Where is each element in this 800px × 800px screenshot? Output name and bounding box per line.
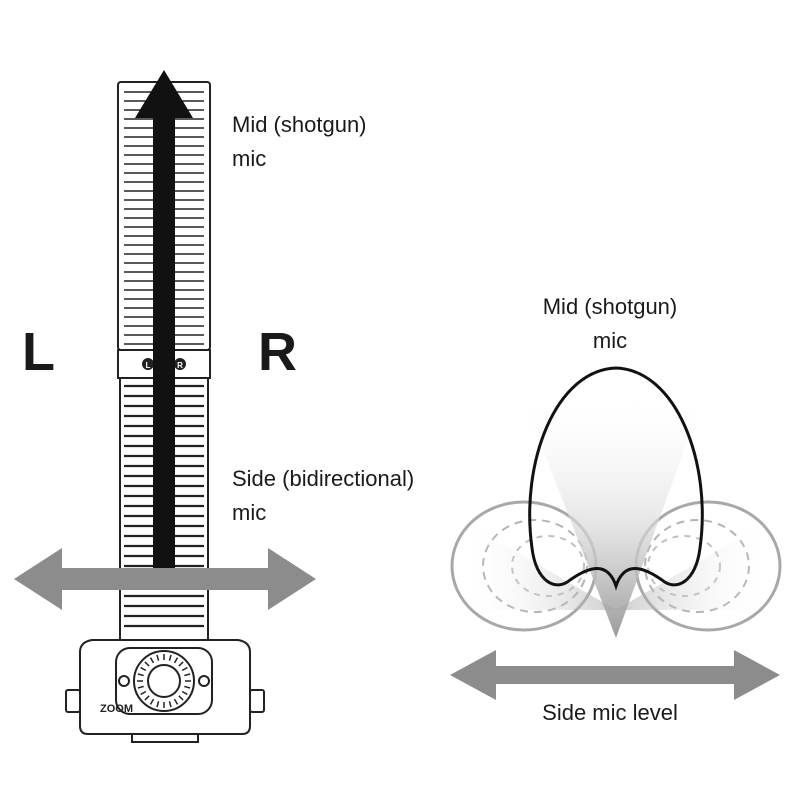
recorder-button-left	[118, 675, 130, 687]
mic-marker-left	[142, 358, 154, 370]
dial-tick	[140, 666, 147, 672]
dial-tick	[181, 690, 188, 696]
dial-tick	[140, 690, 147, 696]
dial-tick	[178, 661, 184, 667]
microphone-device: L R ZOOM	[65, 81, 265, 743]
dial-tick	[156, 701, 160, 708]
recorder-bottom-tab	[131, 733, 199, 743]
side-level-arrow	[450, 650, 780, 700]
dial-tick	[181, 666, 188, 672]
side-mic-label: Side (bidirectional) mic	[232, 462, 414, 530]
mid-direction-arrow	[135, 70, 193, 572]
side-direction-arrow	[14, 548, 316, 610]
polar-mid-label-line2: mic	[592, 328, 628, 353]
level-dial-knob	[147, 664, 181, 698]
side-mic-level-label: Side mic level	[542, 700, 678, 725]
left-channel-label: L	[22, 322, 55, 382]
dial-tick	[137, 685, 144, 689]
recorder-side-button-left	[65, 689, 81, 713]
dial-tick	[184, 685, 191, 689]
side-lobe-left-inner	[482, 519, 588, 613]
dial-tick	[137, 673, 144, 677]
dial-tick	[168, 701, 172, 708]
dial-tick	[178, 695, 184, 701]
mid-mic-label-line1: Mid (shotgun)	[232, 112, 367, 137]
dial-scale	[137, 654, 191, 708]
dial-tick	[149, 657, 155, 664]
mic-marker-right-text: R	[177, 361, 183, 370]
side-pickup-cone-right	[616, 520, 770, 610]
dial-tick	[168, 654, 172, 661]
polar-mid-label: Mid (shotgun) mic	[500, 290, 720, 358]
side-mic-label-line1: Side (bidirectional)	[232, 466, 415, 491]
dial-tick	[173, 698, 179, 705]
mid-mic-label: Mid (shotgun) mic	[232, 108, 367, 176]
dial-tick	[144, 695, 150, 701]
mic-marker-left-text: L	[146, 361, 151, 370]
dial-tick	[173, 657, 179, 664]
mid-lobe	[528, 366, 704, 591]
recorder-button-right	[198, 675, 210, 687]
dial-tick	[184, 673, 191, 677]
brand-logo: ZOOM	[100, 703, 133, 715]
side-mic-label-line2: mic	[232, 500, 267, 525]
dial-tick	[144, 661, 150, 667]
dial-tick	[149, 698, 155, 705]
dial-tick	[156, 654, 160, 661]
side-pickup-cone-left	[462, 520, 616, 610]
mid-pickup-cone	[520, 390, 706, 638]
recorder-side-button-right	[249, 689, 265, 713]
mid-mic-label-line2: mic	[232, 146, 267, 171]
polar-pattern	[450, 366, 782, 638]
mic-marker-right	[174, 358, 186, 370]
right-channel-label: R	[258, 322, 297, 382]
polar-mid-label-line1: Mid (shotgun)	[542, 294, 678, 319]
